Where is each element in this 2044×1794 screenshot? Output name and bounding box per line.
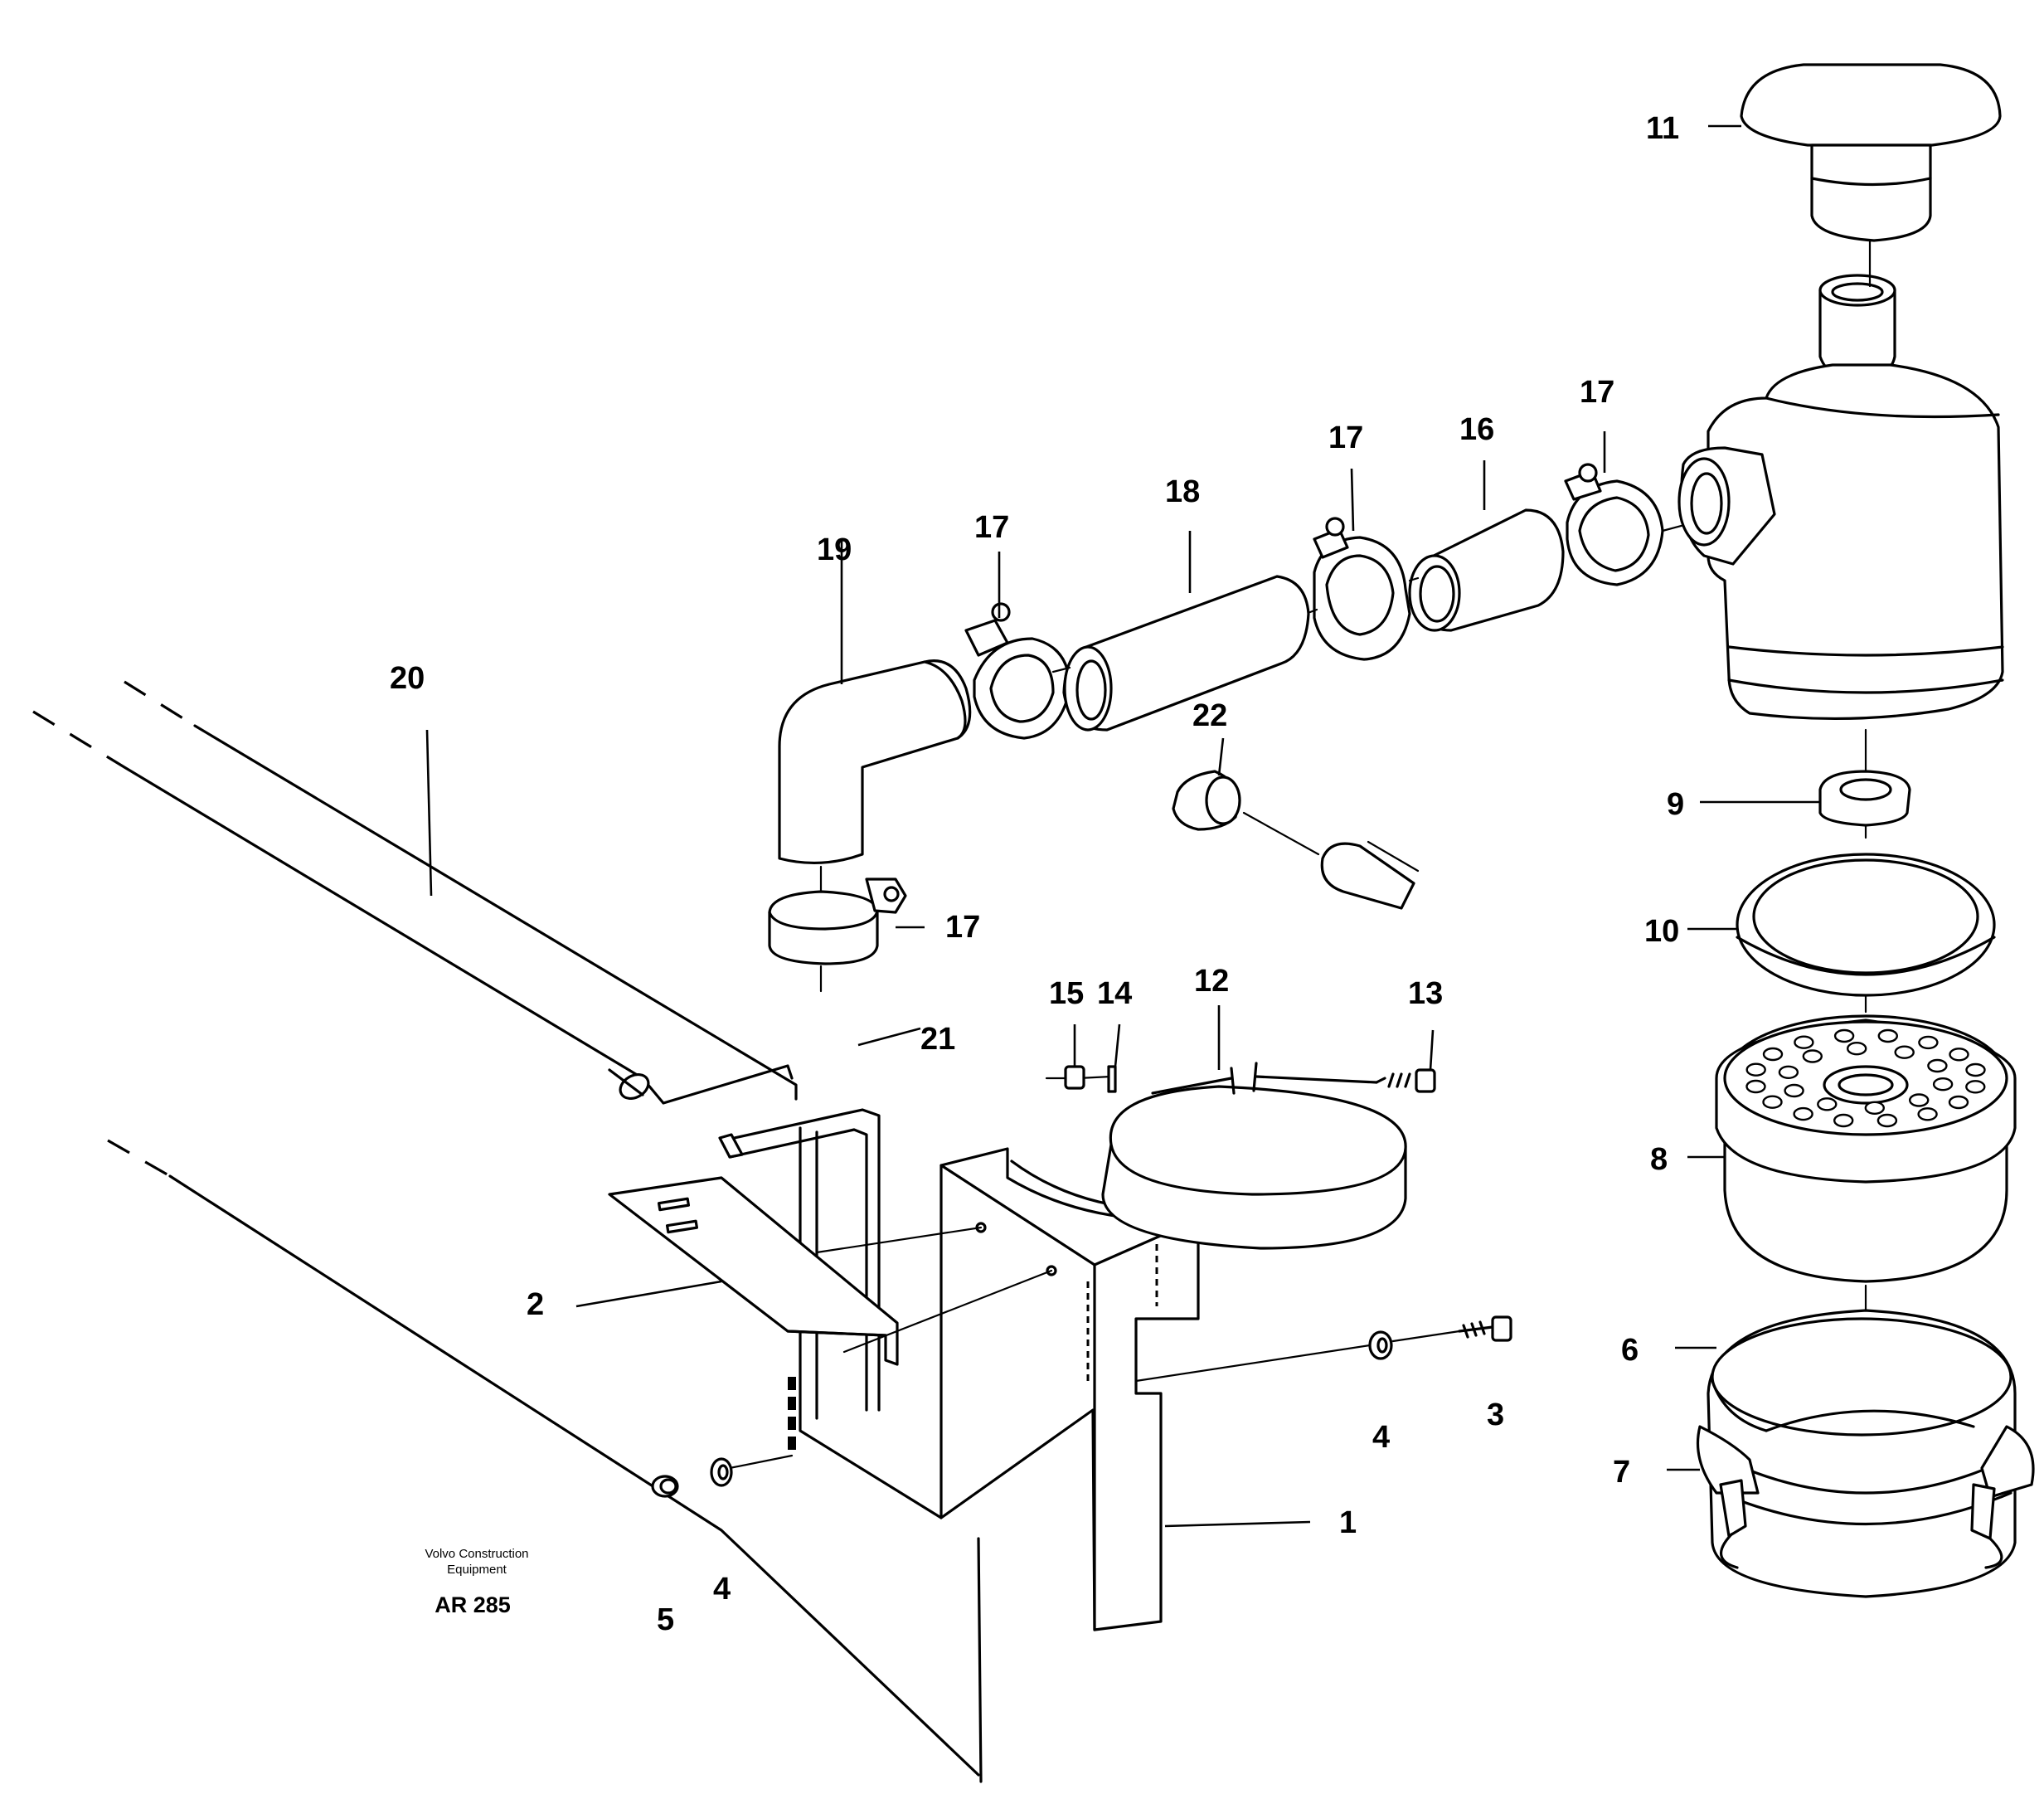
filter-perforation: [1949, 1048, 1969, 1062]
callout-labels: 1 2 3 4 4 5 6 7 8 9 10 11 12 13 14 15 16…: [390, 111, 1684, 1637]
filter-perforation: [1918, 1035, 1939, 1050]
filter-perforation: [1778, 1065, 1799, 1080]
part-12-clamp-band: [1076, 1062, 1436, 1250]
part-15-nut: [1045, 1065, 1085, 1090]
filter-perforation: [1877, 1028, 1899, 1043]
filter-perforation: [1762, 1095, 1783, 1109]
credit-company: Volvo Construction: [425, 1547, 528, 1561]
callout-19: 19: [817, 532, 852, 567]
filter-perforation: [1745, 1079, 1766, 1094]
filter-perforation: [1833, 1028, 1855, 1043]
part-5-nut: [651, 1475, 679, 1498]
part-10-gasket-ring: [1736, 853, 1996, 997]
filter-perforation: [1917, 1107, 1938, 1121]
filter-perforation: [1894, 1045, 1915, 1059]
filter-perforation: [1846, 1041, 1867, 1056]
filter-perforation: [1793, 1106, 1813, 1121]
part-8-filter-element: [1715, 1014, 2017, 1283]
filter-perforation: [1794, 1035, 1814, 1049]
filter-perforation: [1864, 1101, 1886, 1116]
part-22-sleeve: [1172, 770, 1420, 910]
part-6-bowl: [1707, 1309, 2017, 1598]
filter-perforation: [1932, 1077, 1954, 1091]
part-17-hose-clamp-2: [1313, 517, 1411, 661]
part-19-elbow-hose: [778, 659, 972, 906]
callout-3: 3: [1487, 1398, 1504, 1432]
callout-2: 2: [527, 1287, 544, 1322]
filter-perforation: [1745, 1062, 1766, 1077]
filter-perforation: [1965, 1080, 1986, 1094]
filter-perforation: [1833, 1113, 1854, 1128]
callout-18: 18: [1165, 474, 1200, 509]
callout-12: 12: [1194, 964, 1229, 999]
filter-perforation: [1948, 1095, 1969, 1110]
filter-perforation: [1908, 1093, 1930, 1107]
callout-9: 9: [1667, 787, 1684, 822]
callout-4-right: 4: [1372, 1420, 1390, 1455]
filter-perforation: [1927, 1058, 1948, 1073]
filter-perforation: [1876, 1113, 1898, 1128]
callout-15: 15: [1049, 976, 1084, 1011]
part-2-bracket: [608, 1176, 899, 1366]
callout-17-left: 17: [974, 510, 1009, 545]
callout-17-middle: 17: [1328, 421, 1363, 455]
part-4-washer-left: [710, 1457, 733, 1487]
part-17-hose-clamp-bottom: [768, 878, 925, 993]
callout-22: 22: [1192, 698, 1227, 733]
callout-4-left: 4: [713, 1572, 731, 1607]
callout-10: 10: [1644, 914, 1679, 949]
filter-perforation: [1965, 1062, 1986, 1077]
callout-7: 7: [1613, 1455, 1630, 1490]
part-11-cap: [1740, 63, 2002, 288]
part-17-hose-clamp-3: [1564, 463, 1664, 586]
leader-lines: [425, 124, 1820, 1528]
part-9-nut: [1818, 770, 1911, 827]
callout-17-bottom: 17: [945, 910, 980, 945]
credit-block: Volvo Construction Equipment AR 285: [425, 1547, 528, 1617]
credit-division: Equipment: [447, 1563, 507, 1577]
part-17-hose-clamp-1: [964, 602, 1071, 740]
part-14-sleeve: [1107, 1065, 1117, 1093]
callout-11: 11: [1646, 111, 1679, 146]
part-18-hose: [1062, 575, 1310, 732]
part-16-hose: [1408, 508, 1565, 632]
callout-14: 14: [1097, 976, 1132, 1011]
drawing-code: AR 285: [435, 1592, 511, 1617]
callout-5: 5: [657, 1602, 674, 1637]
part-4-washer-right: [1368, 1330, 1393, 1360]
part-20-frame-rails: [32, 680, 983, 1783]
air-cleaner-housing: [1677, 274, 2004, 721]
part-1-mounting-plate: [788, 1147, 1200, 1631]
callout-16: 16: [1459, 412, 1494, 447]
callout-20: 20: [390, 661, 425, 696]
callout-8: 8: [1650, 1142, 1668, 1177]
part-3-screw: [1458, 1315, 1512, 1342]
callout-6: 6: [1621, 1333, 1639, 1368]
part-7-latch-clips: [1696, 1425, 2035, 1569]
callout-21: 21: [920, 1022, 955, 1057]
filter-perforation: [1817, 1097, 1838, 1111]
filter-perforation: [1784, 1083, 1804, 1098]
callout-13: 13: [1408, 976, 1443, 1011]
filter-perforation: [1802, 1049, 1823, 1063]
callout-17-right: 17: [1580, 375, 1614, 410]
callout-1: 1: [1339, 1505, 1357, 1540]
filter-perforation: [1762, 1047, 1784, 1062]
